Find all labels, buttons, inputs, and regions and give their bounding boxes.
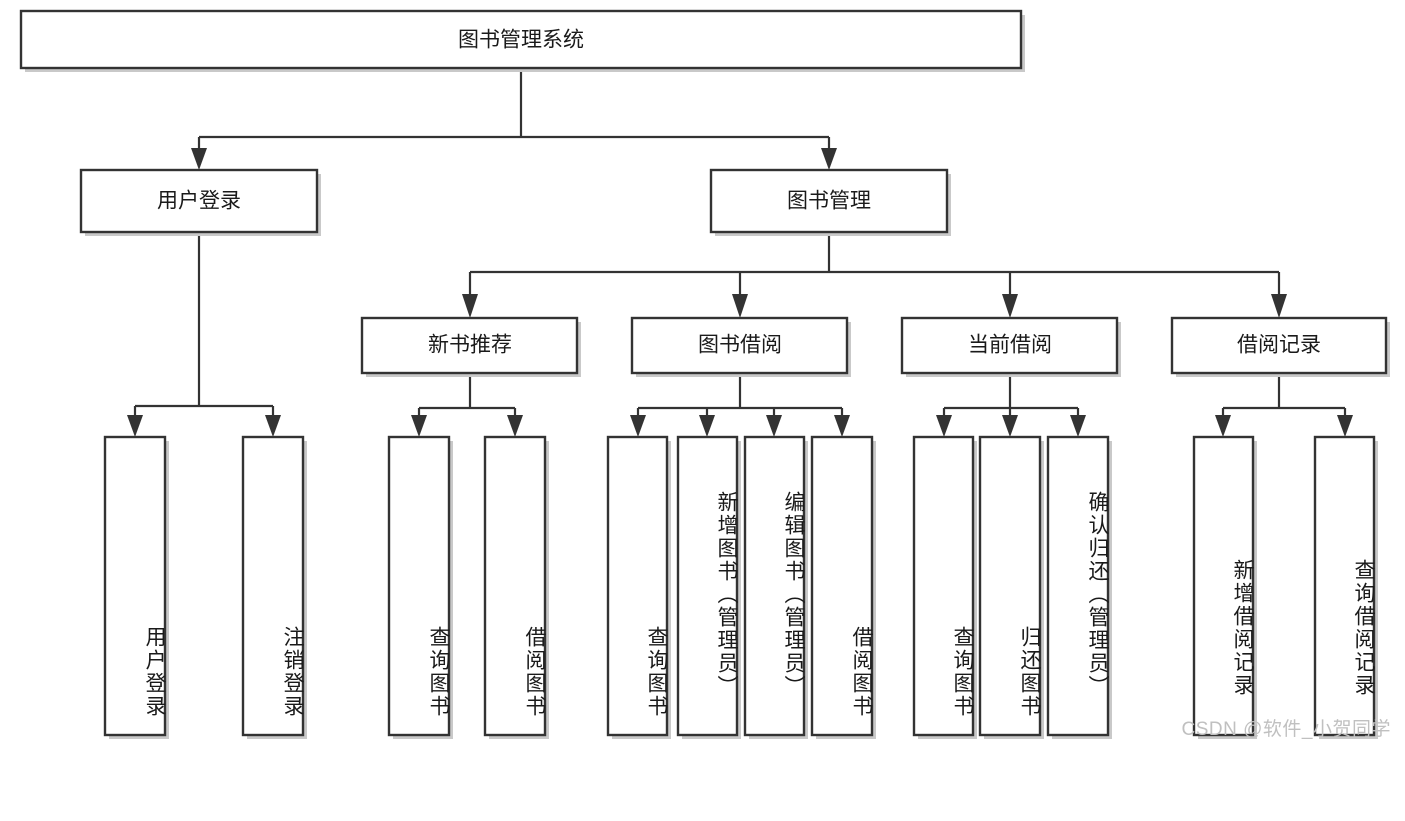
connector-root-bus — [197, 68, 831, 158]
arrow-to-leaf-bb-edit — [766, 415, 782, 437]
node-user-login-label: 用户登录 — [157, 190, 241, 213]
arrow-to-leaf-cb-query — [936, 415, 952, 437]
leaf-box-user-login[interactable] — [103, 435, 169, 739]
leaf-box-br-add-record[interactable] — [1192, 435, 1257, 739]
arrow-to-leaf-bb-query — [630, 415, 646, 437]
leaf-box-br-query-record[interactable] — [1313, 435, 1378, 739]
org-chart-diagram: 图书管理系统 用户登录 图书管理 新书推荐 图书借阅 — [19, 9, 1391, 740]
node-book-manage-label: 图书管理 — [787, 190, 871, 213]
node-book-borrow[interactable]: 图书借阅 — [630, 316, 851, 377]
arrow-to-new-book-recommend — [462, 294, 478, 318]
arrow-to-book-manage — [821, 148, 837, 170]
connector-borrowrecord-bus — [1221, 373, 1347, 425]
arrow-to-leaf-logout — [265, 415, 281, 437]
connector-userlogin-bus — [133, 232, 275, 425]
node-new-book-recommend-label: 新书推荐 — [428, 334, 512, 357]
node-user-login[interactable]: 用户登录 — [79, 168, 321, 236]
connector-bookborrow-bus — [636, 373, 844, 425]
node-root-label: 图书管理系统 — [458, 29, 584, 52]
node-root[interactable]: 图书管理系统 — [19, 9, 1025, 72]
arrow-to-leaf-nb-query — [411, 415, 427, 437]
arrow-to-leaf-cb-return — [1002, 415, 1018, 437]
arrow-to-leaf-user-login — [127, 415, 143, 437]
watermark-text: CSDN @软件_小贺同学 — [1181, 719, 1391, 740]
leaf-box-nb-query-book[interactable] — [387, 435, 453, 739]
leaf-box-cb-query-book[interactable] — [912, 435, 977, 739]
arrow-to-current-borrow — [1002, 294, 1018, 318]
node-current-borrow[interactable]: 当前借阅 — [900, 316, 1121, 377]
arrow-to-leaf-cb-confirm — [1070, 415, 1086, 437]
arrow-to-leaf-br-query — [1337, 415, 1353, 437]
arrow-to-book-borrow — [732, 294, 748, 318]
node-current-borrow-label: 当前借阅 — [968, 334, 1052, 357]
arrow-to-leaf-bb-borrow — [834, 415, 850, 437]
arrow-to-borrow-record — [1271, 294, 1287, 318]
diagram-canvas: 图书管理系统 用户登录 图书管理 新书推荐 图书借阅 — [19, 9, 1390, 739]
node-book-manage[interactable]: 图书管理 — [709, 168, 951, 236]
leaf-box-nb-borrow-book[interactable] — [483, 435, 549, 739]
node-book-borrow-label: 图书借阅 — [698, 334, 782, 357]
node-new-book-recommend[interactable]: 新书推荐 — [360, 316, 581, 377]
connector-bookmanage-bus — [468, 232, 1281, 306]
arrow-to-leaf-br-add — [1215, 415, 1231, 437]
leaf-boxes-layer — [103, 435, 1378, 739]
leaf-box-bb-add-book[interactable] — [676, 435, 741, 739]
leaf-box-logout[interactable] — [241, 435, 307, 739]
arrow-to-user-login — [191, 148, 207, 170]
leaf-box-bb-borrow-book[interactable] — [810, 435, 876, 739]
connector-layer — [127, 68, 1353, 437]
leaf-box-cb-confirm-return[interactable] — [1046, 435, 1112, 739]
leaf-box-cb-return-book[interactable] — [978, 435, 1044, 739]
leaf-box-bb-query-book[interactable] — [606, 435, 671, 739]
arrow-to-leaf-nb-borrow — [507, 415, 523, 437]
connector-newbook-bus — [417, 373, 517, 425]
leaf-box-bb-edit-book[interactable] — [743, 435, 808, 739]
node-borrow-record[interactable]: 借阅记录 — [1170, 316, 1390, 377]
node-borrow-record-label: 借阅记录 — [1237, 334, 1321, 357]
arrow-to-leaf-bb-add — [699, 415, 715, 437]
